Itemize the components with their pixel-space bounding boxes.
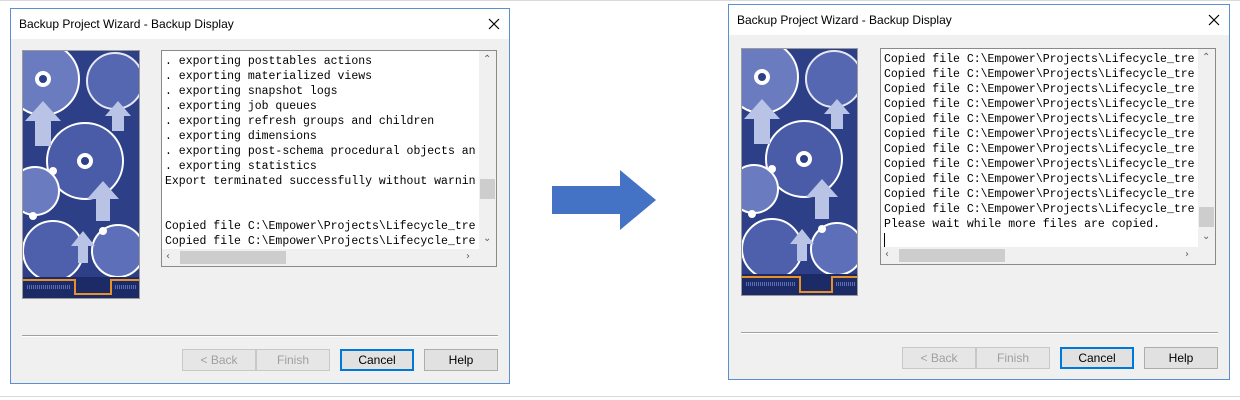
chevron-down-icon[interactable]: ⌄ (1202, 231, 1211, 242)
title-bar: Backup Project Wizard - Backup Display (11, 9, 509, 39)
log-line: . exporting materialized views (165, 70, 373, 83)
separator (741, 332, 1218, 334)
log-line: . exporting job queues (165, 100, 317, 113)
cancel-button[interactable]: Cancel (1060, 347, 1134, 369)
log-line: Copied file C:\Empower\Projects\Lifecycl… (884, 188, 1195, 201)
dialog-title: Backup Project Wizard - Backup Display (19, 17, 234, 31)
vertical-scrollbar[interactable]: ⌃ ⌄ (1198, 49, 1215, 247)
log-line: Copied file C:\Empower\Projects\Lifecycl… (165, 235, 476, 248)
disc-pattern-image (742, 49, 857, 295)
log-output-box[interactable]: . exporting posttables actions . exporti… (161, 50, 497, 267)
log-line: Copied file C:\Empower\Projects\Lifecycl… (884, 173, 1195, 186)
log-line: Copied file C:\Empower\Projects\Lifecycl… (165, 220, 476, 233)
log-line: . exporting posttables actions (165, 55, 373, 68)
text-cursor (884, 233, 885, 247)
log-line: Copied file C:\Empower\Projects\Lifecycl… (884, 203, 1195, 216)
backup-dialog-after: Backup Project Wizard - Backup Display (728, 4, 1230, 380)
log-line: . exporting snapshot logs (165, 85, 338, 98)
scroll-thumb[interactable] (180, 251, 286, 264)
chevron-right-icon[interactable]: › (466, 251, 470, 262)
finish-button[interactable]: Finish (976, 347, 1050, 369)
back-button[interactable]: < Back (182, 349, 256, 371)
separator (22, 335, 498, 337)
scroll-thumb[interactable] (899, 249, 1005, 262)
chevron-left-icon[interactable]: ‹ (885, 249, 889, 260)
log-line: . exporting refresh groups and children (165, 115, 435, 128)
wizard-side-image (22, 50, 140, 299)
backup-dialog-before: Backup Project Wizard - Backup Display (10, 8, 510, 384)
dialog-title: Backup Project Wizard - Backup Display (737, 13, 952, 27)
disc-pattern-image (23, 51, 139, 298)
gridline (0, 396, 1240, 397)
log-line: Copied file C:\Empower\Projects\Lifecycl… (884, 128, 1195, 141)
log-line: Copied file C:\Empower\Projects\Lifecycl… (884, 53, 1195, 66)
gridline (0, 0, 1240, 1)
horizontal-scrollbar[interactable]: ‹ › (162, 249, 496, 266)
log-line: Copied file C:\Empower\Projects\Lifecycl… (884, 143, 1195, 156)
log-line: . exporting dimensions (165, 130, 317, 143)
wizard-side-image (741, 48, 858, 296)
chevron-up-icon[interactable]: ⌃ (483, 54, 492, 65)
close-icon[interactable] (1203, 9, 1225, 31)
log-line: . exporting post-schema procedural objec… (165, 145, 476, 158)
scroll-thumb[interactable] (1199, 207, 1214, 227)
log-line: . exporting statistics (165, 160, 317, 173)
horizontal-scrollbar[interactable]: ‹ › (881, 247, 1215, 264)
log-line: Copied file C:\Empower\Projects\Lifecycl… (884, 98, 1195, 111)
vertical-scrollbar[interactable]: ⌃ ⌄ (479, 51, 496, 249)
log-line: Export terminated successfully without w… (165, 175, 476, 188)
close-icon[interactable] (483, 13, 505, 35)
back-button[interactable]: < Back (902, 347, 976, 369)
log-line: Copied file C:\Empower\Projects\Lifecycl… (884, 68, 1195, 81)
log-line: Copied file C:\Empower\Projects\Lifecycl… (884, 113, 1195, 126)
help-button[interactable]: Help (1144, 347, 1218, 369)
chevron-up-icon[interactable]: ⌃ (1202, 52, 1211, 63)
help-button[interactable]: Help (424, 349, 498, 371)
log-line: Copied file C:\Empower\Projects\Lifecycl… (884, 83, 1195, 96)
finish-button[interactable]: Finish (256, 349, 330, 371)
log-line (165, 204, 476, 219)
log-line: Please wait while more files are copied. (884, 218, 1161, 231)
log-line (165, 189, 476, 204)
log-line: Copied file C:\Empower\Projects\Lifecycl… (884, 158, 1195, 171)
log-output-box[interactable]: Copied file C:\Empower\Projects\Lifecycl… (880, 48, 1216, 265)
scroll-thumb[interactable] (480, 179, 495, 199)
title-bar: Backup Project Wizard - Backup Display (729, 5, 1229, 35)
chevron-down-icon[interactable]: ⌄ (483, 233, 492, 244)
arrow-right-icon (552, 168, 658, 237)
chevron-right-icon[interactable]: › (1185, 249, 1189, 260)
cancel-button[interactable]: Cancel (340, 349, 414, 371)
chevron-left-icon[interactable]: ‹ (166, 251, 170, 262)
